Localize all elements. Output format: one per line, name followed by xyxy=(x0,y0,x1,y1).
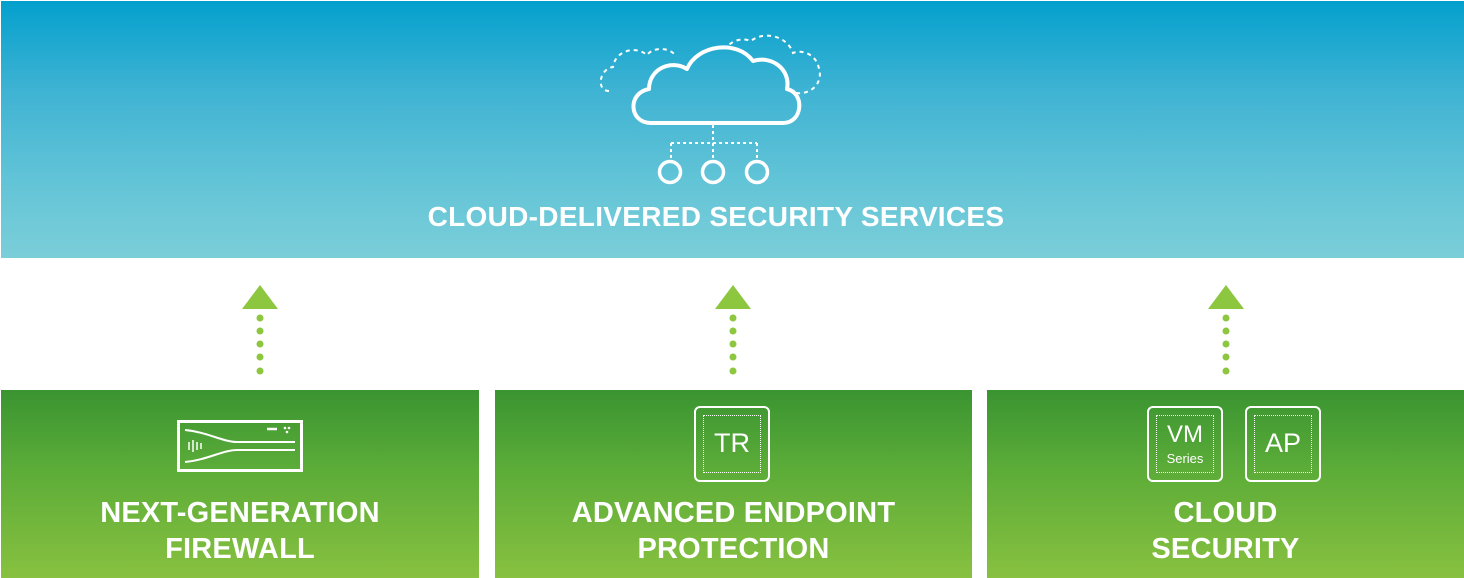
vm-series-icon: VM Series xyxy=(1147,406,1223,482)
cloud-security-box: VM Series AP CLOUD SECURITY xyxy=(987,390,1464,578)
arrow-up-icon xyxy=(715,285,751,375)
cloud-services-panel: CLOUD-DELIVERED SECURITY SERVICES xyxy=(1,1,1464,258)
label-line: FIREWALL xyxy=(165,533,315,565)
arrow-up-icon xyxy=(242,285,278,375)
firewall-appliance-icon xyxy=(177,420,303,472)
label-line: CLOUD xyxy=(1173,497,1278,529)
label-line: PROTECTION xyxy=(637,533,830,565)
aperture-icon: AP xyxy=(1245,406,1321,482)
label-line: ADVANCED ENDPOINT xyxy=(571,497,896,529)
firewall-box: NEXT-GENERATION FIREWALL xyxy=(1,390,479,578)
cloud-title: CLOUD-DELIVERED SECURITY SERVICES xyxy=(427,201,1005,232)
label-line: SECURITY xyxy=(1151,533,1300,565)
label-line: NEXT-GENERATION xyxy=(100,497,380,529)
box-label: ADVANCED ENDPOINT PROTECTION xyxy=(495,495,972,567)
icon-subtext: Series xyxy=(1166,451,1204,466)
arrow-up-icon xyxy=(1208,285,1244,375)
box-label: NEXT-GENERATION FIREWALL xyxy=(1,495,479,567)
cloud-network-icon xyxy=(599,34,821,185)
box-label: CLOUD SECURITY xyxy=(987,495,1464,567)
endpoint-box: TR ADVANCED ENDPOINT PROTECTION xyxy=(495,390,972,578)
icon-text: VM xyxy=(1167,421,1203,448)
traps-icon: TR xyxy=(694,406,770,482)
icon-text: TR xyxy=(714,428,750,458)
icon-text: AP xyxy=(1264,428,1302,458)
